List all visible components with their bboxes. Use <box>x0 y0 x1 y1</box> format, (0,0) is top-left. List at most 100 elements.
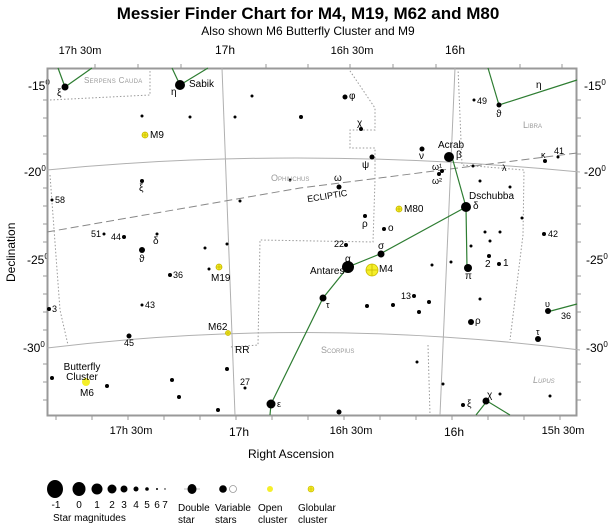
star-label: χ <box>487 390 493 401</box>
dso-label-m9: M9 <box>150 130 164 141</box>
star-label: ξ <box>57 88 62 99</box>
star-label: 51 <box>91 229 102 239</box>
ra-tick-bottom-1630: 16h 30m <box>329 425 373 437</box>
legend-star-magnitudes-label: Star magnitudes <box>53 513 126 524</box>
star-label: δ <box>473 201 479 212</box>
star-label: β <box>456 150 462 161</box>
star-label: 41 <box>554 146 565 156</box>
legend-mag: 5 <box>144 500 150 511</box>
star-label: ρ <box>475 316 481 327</box>
dso-label-m80: M80 <box>404 204 424 215</box>
stars <box>47 80 560 415</box>
dec-tick-right-30: -300 <box>586 340 608 355</box>
const-label-lupus: Lupus <box>533 375 555 385</box>
legend-mag: -1 <box>51 500 61 511</box>
ra-tick-bottom-17h: 17h <box>228 425 250 439</box>
ra-tick-top-1630: 16h 30m <box>330 45 374 57</box>
star-label: ν <box>419 151 424 162</box>
dso-label-m6: M6 <box>80 388 94 399</box>
star-label: υ <box>545 299 550 309</box>
star-label: 22 <box>334 239 345 249</box>
star-label: ε <box>277 399 282 409</box>
star-label: χ <box>357 118 363 129</box>
variable-star-faint-icon <box>229 485 237 493</box>
star-label: φ <box>349 91 356 102</box>
const-label-scorpius: Scorpius <box>321 345 355 355</box>
dec-tick-right-15: -150 <box>584 78 606 93</box>
star-label: σ <box>378 241 385 252</box>
dec-tick-right-25: -250 <box>586 252 608 267</box>
legend-mag: 0 <box>76 500 82 511</box>
dec-tick-right-20: -200 <box>584 164 606 179</box>
star-label: 27 <box>240 377 251 387</box>
ra-tick-top-16h: 16h <box>444 43 466 57</box>
legend-globular-cluster-label: Globular cluster <box>298 503 336 526</box>
star-name-acrab: Acrab <box>438 140 465 151</box>
double-star-icon <box>187 484 197 494</box>
star-label: ω <box>334 173 342 184</box>
star-label: 58 <box>55 195 66 205</box>
legend-symbols <box>47 480 315 498</box>
star-label: RR <box>235 345 250 356</box>
legend-double-star-label: Double star <box>178 503 210 526</box>
star-label: o <box>388 223 394 234</box>
dec-tick-left-20: -200 <box>24 164 46 179</box>
deep-sky-objects <box>82 131 403 386</box>
chart-subtitle: Also shown M6 Butterfly Cluster and M9 <box>201 24 415 38</box>
star-label: 45 <box>124 338 135 348</box>
star-label: τ <box>326 300 330 310</box>
coordinate-grid <box>46 67 581 416</box>
star-label: ξ <box>139 183 144 194</box>
star-label: ξ <box>467 399 472 410</box>
ra-tick-top-1730: 17h 30m <box>58 45 102 57</box>
legend-mag: 3 <box>121 500 127 511</box>
dso-label-butterfly: Butterfly Cluster <box>63 362 101 383</box>
m6-open-cluster-icon <box>82 378 90 386</box>
star-label: ϑ <box>139 254 145 265</box>
const-label-serpens-cauda: Serpens Cauda <box>84 76 143 85</box>
star-label: ψ <box>362 160 370 171</box>
legend-mag: 7 <box>162 500 168 511</box>
star-label: ω¹ <box>432 162 443 172</box>
star-label: 43 <box>145 300 156 310</box>
dso-label-m19: M19 <box>211 273 231 284</box>
star-label: 1 <box>503 258 509 269</box>
legend-mag: 4 <box>133 500 139 511</box>
legend-variable-stars-label: Variable stars <box>215 503 251 526</box>
star-label: ρ <box>362 219 368 230</box>
chart-frame <box>46 67 578 417</box>
ra-tick-bottom-16h: 16h <box>443 425 465 439</box>
star-label: ω² <box>432 176 443 186</box>
star-label: 44 <box>111 232 122 242</box>
star-label: λ <box>502 163 507 173</box>
star-label: 2 <box>485 259 491 270</box>
star-name-sabik: Sabik <box>189 79 215 90</box>
ra-tick-bottom-1730: 17h 30m <box>109 425 153 437</box>
ra-tick-top-17h: 17h <box>214 43 236 57</box>
legend-mag: 2 <box>109 500 115 511</box>
star-label: π <box>465 271 472 282</box>
x-axis-title: Right Ascension <box>248 447 335 461</box>
legend-open-cluster-label: Open cluster <box>258 503 288 526</box>
ecliptic-line <box>46 152 578 233</box>
star-label: 42 <box>548 229 559 239</box>
star-name-antares: Antares <box>310 266 345 277</box>
star-label: τ <box>536 327 540 337</box>
open-cluster-legend-icon <box>267 486 273 492</box>
star-label: η <box>171 87 177 98</box>
tick-marks <box>43 64 581 420</box>
chart-title: Messier Finder Chart for M4, M19, M62 an… <box>116 4 500 23</box>
variable-star-icon <box>219 485 227 493</box>
star-label: ϑ <box>496 109 502 120</box>
legend-mag: 6 <box>154 500 160 511</box>
star-name-dschubba: Dschubba <box>469 191 515 202</box>
star-label: κ <box>541 150 546 160</box>
dso-label-m62: M62 <box>208 322 228 333</box>
star-label: α <box>345 254 351 265</box>
legend-mag: 1 <box>94 500 100 511</box>
ra-tick-bottom-1530: 15h 30m <box>541 425 585 437</box>
star-label: 36 <box>173 270 184 280</box>
star-label: 13 <box>401 291 412 301</box>
star-label: 3 <box>52 304 58 314</box>
